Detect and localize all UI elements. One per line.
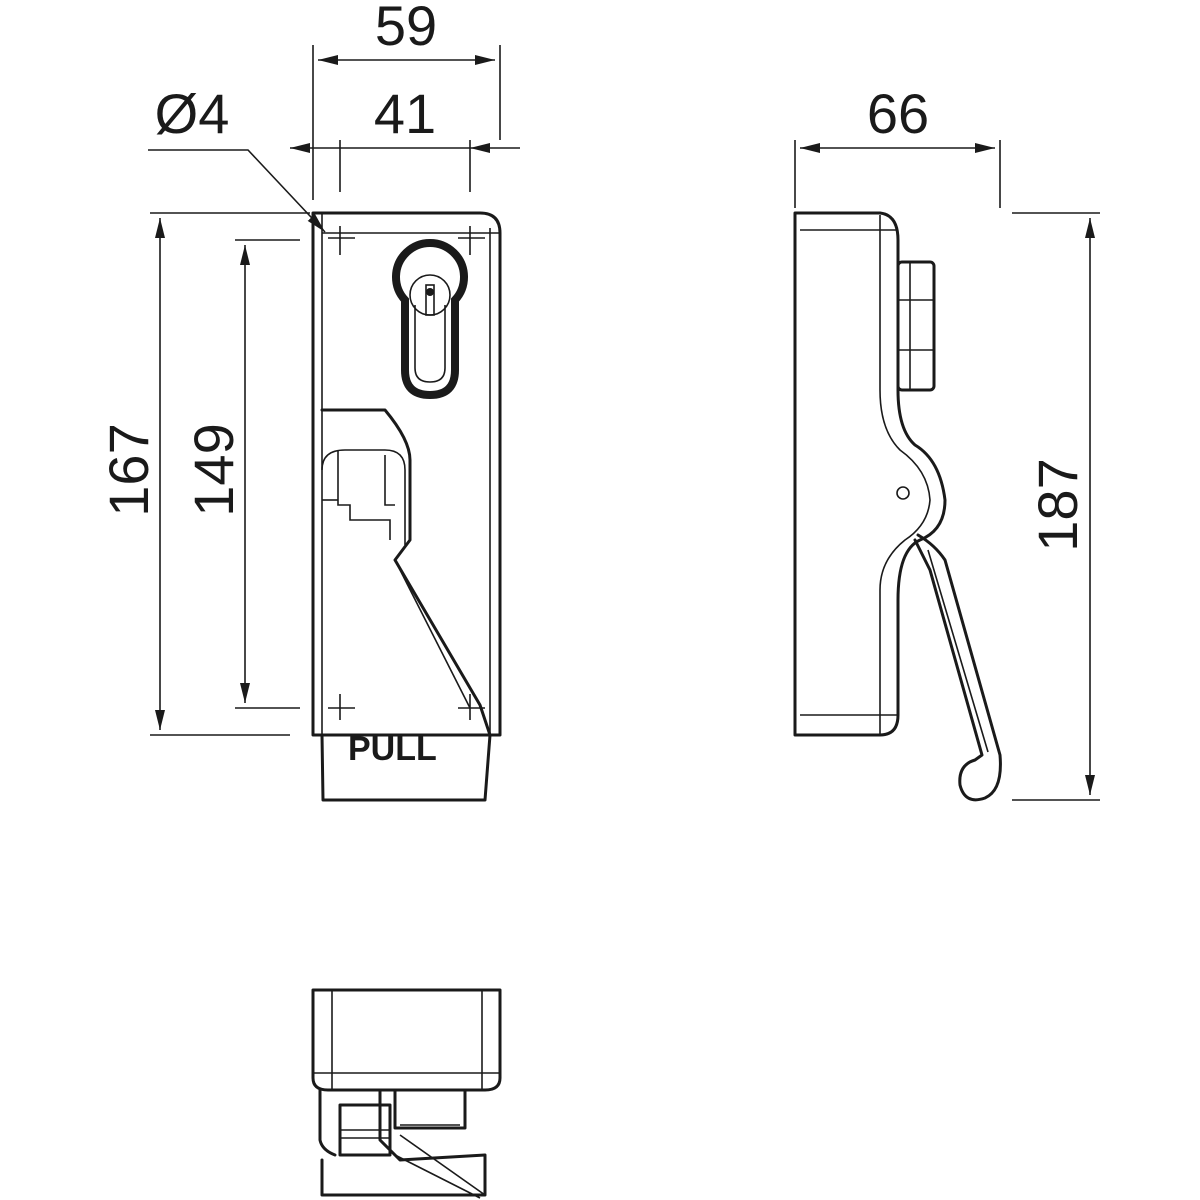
front-dimensions: 59 41 Ø4 167 149 [97,0,520,736]
side-view [793,211,1002,802]
dim-hole-spacing-41: 41 [374,82,436,145]
front-body-outline [311,211,502,737]
lock-cylinder-knob [896,260,936,392]
bottom-view [311,988,502,1199]
dim-hole-diameter: Ø4 [155,82,230,145]
front-view: PULL [311,211,502,802]
side-lever [913,533,1002,802]
dim-depth-66: 66 [867,82,929,145]
dim-height-187: 187 [1026,458,1089,551]
side-dimensions: 66 187 [794,82,1100,801]
pivot-icon [896,486,910,500]
pull-lever: PULL [320,408,492,802]
cylinder-lock-icon [392,239,468,400]
dim-width-59: 59 [375,0,437,57]
pull-label: PULL [348,730,437,768]
dim-height-167: 167 [97,423,160,516]
dim-hole-spacing-149: 149 [182,423,245,516]
